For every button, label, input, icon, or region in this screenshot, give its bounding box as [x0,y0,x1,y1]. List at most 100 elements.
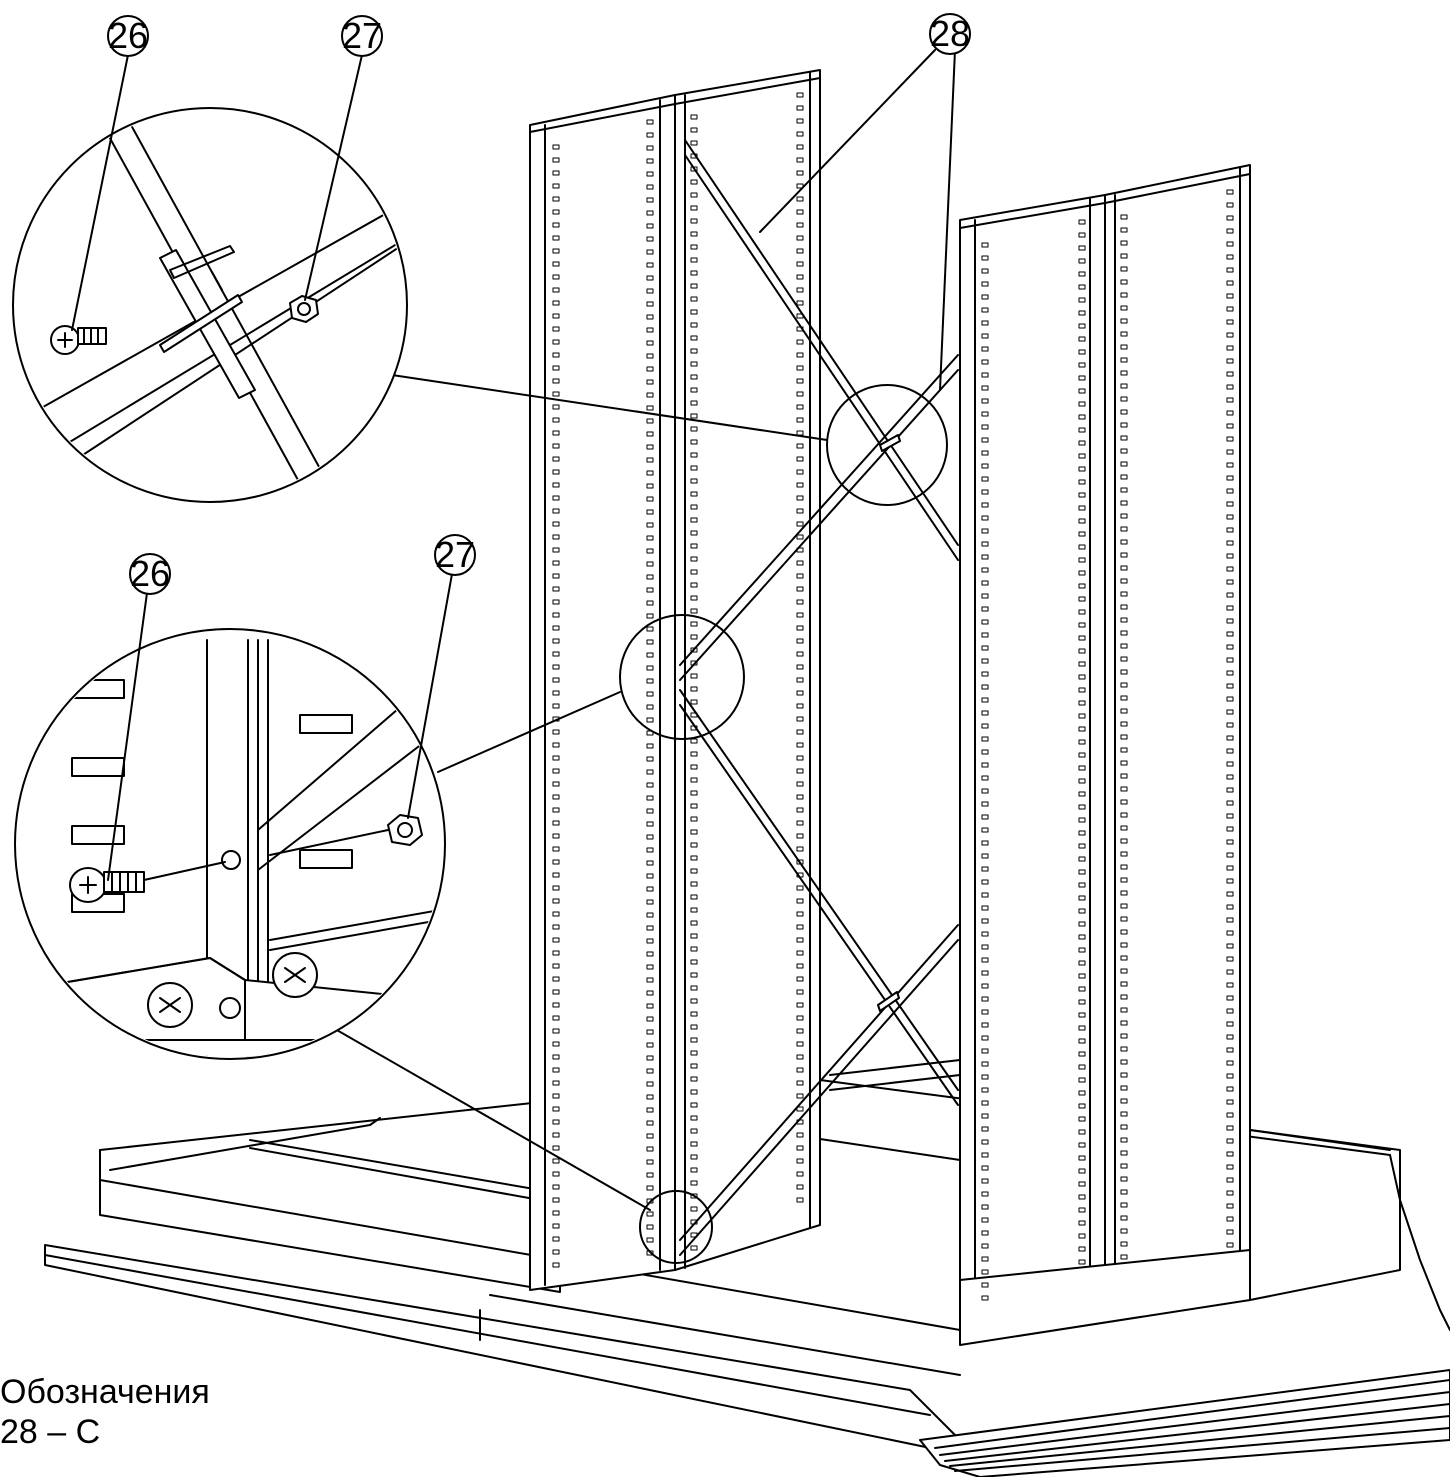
slot-hole [1226,1073,1234,1079]
slot-hole [981,398,989,404]
slot-hole [1078,973,1086,979]
callout-number: 26 [130,553,170,594]
slot-hole [552,157,560,163]
slot-hole [1226,891,1234,897]
slot-hole [796,469,804,475]
slot-hole [1120,877,1128,883]
slot-hole [796,599,804,605]
slot-hole [646,353,654,359]
slot-hole [981,697,989,703]
slot-hole [1226,969,1234,975]
slot-hole [1226,761,1234,767]
slot-hole [690,699,698,705]
slot-hole [1226,696,1234,702]
slot-hole [552,976,560,982]
slot-hole [690,569,698,575]
slot-hole [1226,644,1234,650]
slot-hole [646,158,654,164]
callout-number: 26 [108,15,148,56]
slot-hole [552,638,560,644]
slot-hole [552,1106,560,1112]
slot-hole [796,638,804,644]
slot-hole [646,1016,654,1022]
slot-hole [552,1236,560,1242]
slot-hole [646,327,654,333]
slot-hole [1120,370,1128,376]
slot-hole [1120,227,1128,233]
slot-hole [552,547,560,553]
slot-hole [552,937,560,943]
slot-hole [646,1029,654,1035]
slot-hole [1078,1038,1086,1044]
slot-hole [646,626,654,632]
slot-hole [796,1171,804,1177]
slot-hole [552,677,560,683]
slot-hole [1120,851,1128,857]
slot-hole [646,873,654,879]
slot-hole [981,736,989,742]
slot-hole [1120,721,1128,727]
callout-brace: 28 [759,13,971,391]
slot-hole [1078,765,1086,771]
slot-hole [796,521,804,527]
slot-hole [1120,838,1128,844]
slot-hole [646,1042,654,1048]
slot-hole [981,606,989,612]
slot-hole [646,418,654,424]
slot-hole [981,554,989,560]
slot-hole [796,703,804,709]
slot-hole [1226,1125,1234,1131]
slot-hole [690,478,698,484]
slot-hole [796,898,804,904]
slot-hole [1120,734,1128,740]
slot-hole [796,495,804,501]
slot-hole [1226,1190,1234,1196]
slot-hole [1120,760,1128,766]
slot-hole [552,820,560,826]
slot-hole [981,437,989,443]
slot-hole [690,517,698,523]
slot-hole [981,1178,989,1184]
slot-hole [981,1230,989,1236]
slot-hole [796,651,804,657]
slot-hole [1120,1007,1128,1013]
slot-hole [552,456,560,462]
slot-hole [552,1119,560,1125]
slot-hole [552,1041,560,1047]
slot-hole [1226,267,1234,273]
slot-hole [1078,336,1086,342]
slot-hole [1120,357,1128,363]
callout-lower-left-nut: 27 [407,534,476,819]
slot-hole [1226,397,1234,403]
slot-hole [1078,921,1086,927]
slot-hole [1226,228,1234,234]
slot-hole [1226,202,1234,208]
slot-hole [552,664,560,670]
slot-hole [1078,1103,1086,1109]
slot-hole [796,1054,804,1060]
slot-hole [1226,358,1234,364]
slot-hole [1078,232,1086,238]
slot-hole [796,833,804,839]
slot-hole [646,171,654,177]
slot-hole [1226,943,1234,949]
slot-hole [690,283,698,289]
slot-hole [1226,1034,1234,1040]
slot-hole [690,1063,698,1069]
slot-hole [1226,865,1234,871]
slot-hole [690,894,698,900]
slot-hole [552,183,560,189]
slot-hole [796,1015,804,1021]
slot-hole [1120,1176,1128,1182]
slot-hole [981,879,989,885]
slot-hole [1120,903,1128,909]
slot-hole [1226,553,1234,559]
slot-hole [646,405,654,411]
slot-hole [646,964,654,970]
slot-hole [1226,410,1234,416]
slot-hole [796,963,804,969]
slot-hole [796,274,804,280]
slot-hole [1078,804,1086,810]
slot-hole [981,1009,989,1015]
slot-hole [1120,942,1128,948]
